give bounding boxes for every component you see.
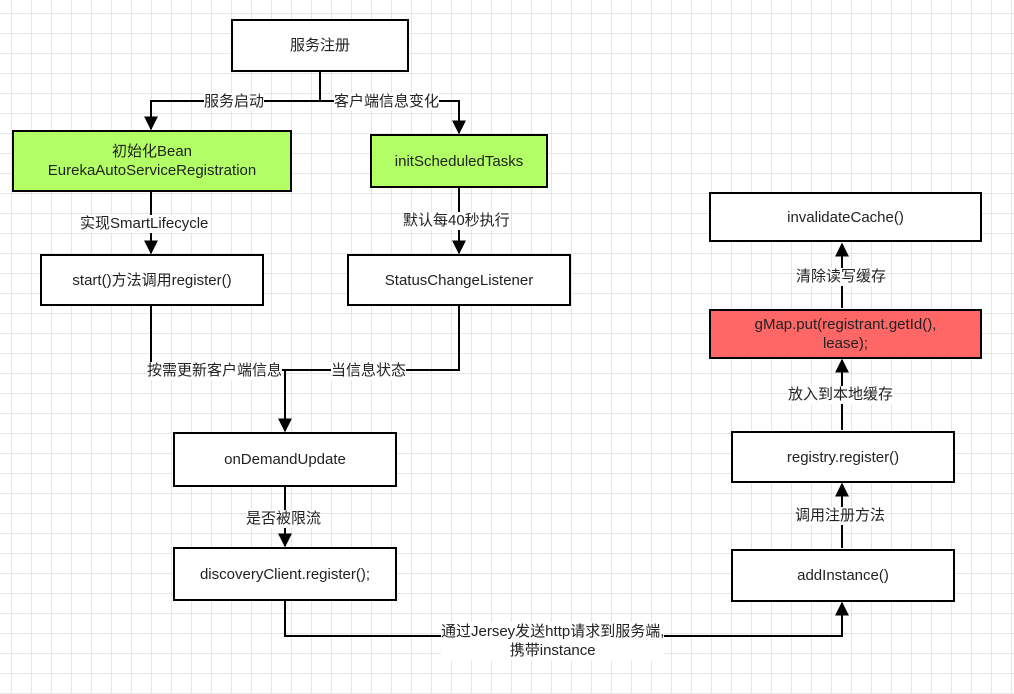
node-on-demand-update[interactable]: onDemandUpdate	[173, 432, 397, 487]
edge-when-info-status	[285, 306, 460, 371]
edge-label-implements-smart-lifecycle: 实现SmartLifecycle	[80, 215, 209, 233]
node-gmap-put[interactable]: gMap.put(registrant.getId(), lease);	[709, 309, 982, 359]
edge-label-rate-limited: 是否被限流	[246, 510, 322, 528]
node-init-bean[interactable]: 初始化Bean EurekaAutoServiceRegistration	[12, 130, 292, 192]
edge-label-when-info-status: 当信息状态	[331, 362, 407, 380]
node-invalidate-cache-label: invalidateCache()	[787, 208, 904, 226]
node-add-instance-label: addInstance()	[797, 567, 889, 584]
edge-label-put-local-cache: 放入到本地缓存	[788, 386, 894, 404]
node-registry-register-label: registry.register()	[786, 448, 900, 466]
node-add-instance[interactable]: addInstance()	[731, 549, 955, 602]
node-service-register-label: 服务注册	[289, 37, 350, 54]
node-init-scheduled-tasks-label: initScheduledTasks	[394, 152, 524, 170]
node-registry-register[interactable]: registry.register()	[731, 431, 955, 483]
node-service-register[interactable]: 服务注册	[231, 19, 409, 72]
edge-label-service-start: 服务启动	[204, 93, 265, 111]
edge-label-jersey-http: 通过Jersey发送http请求到服务端, 携带instance	[441, 622, 665, 660]
node-discovery-client-register-label: discoveryClient.register();	[199, 565, 371, 583]
node-status-change-listener[interactable]: StatusChangeListener	[347, 254, 571, 306]
edge-label-clear-rw-cache: 清除读写缓存	[796, 268, 887, 286]
edge-label-default-every-40s: 默认每40秒执行	[403, 212, 510, 230]
node-init-scheduled-tasks[interactable]: initScheduledTasks	[370, 134, 548, 188]
node-start-register-label: start()方法调用register()	[72, 271, 232, 289]
edge-label-update-client-info: 按需更新客户端信息	[147, 362, 283, 380]
node-discovery-client-register[interactable]: discoveryClient.register();	[173, 547, 397, 601]
edge-label-client-info-change: 客户端信息变化	[334, 93, 440, 111]
edge-label-invoke-register: 调用注册方法	[795, 507, 886, 525]
node-invalidate-cache[interactable]: invalidateCache()	[709, 192, 982, 242]
node-gmap-put-label: gMap.put(registrant.getId(), lease);	[754, 316, 937, 352]
node-status-change-listener-label: StatusChangeListener	[384, 271, 534, 289]
node-start-register[interactable]: start()方法调用register()	[40, 254, 264, 306]
node-init-bean-label: 初始化Bean EurekaAutoServiceRegistration	[47, 143, 257, 179]
node-on-demand-update-label: onDemandUpdate	[224, 451, 346, 468]
